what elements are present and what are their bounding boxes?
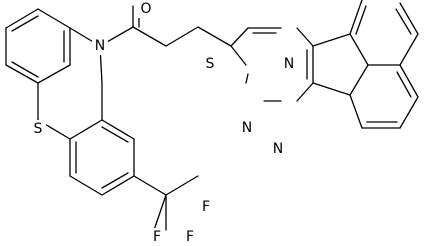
bond-double-inner [101, 172, 129, 189]
atom-mask [281, 55, 297, 73]
bond [37, 8, 71, 29]
bond-double-inner [11, 61, 39, 78]
bond [349, 33, 369, 66]
atom-mask [30, 120, 46, 138]
atom-N-triazine-left: N [239, 119, 255, 137]
atom-mask [198, 198, 214, 216]
bond-double-inner [396, 71, 412, 98]
bond [37, 64, 71, 84]
atom-layer: O N S S N N N F [30, 0, 297, 246]
atom-F-top: F [198, 198, 214, 216]
bond [230, 27, 249, 47]
bond [399, 96, 419, 129]
atom-label-N: N [95, 38, 105, 54]
bond [101, 175, 135, 196]
bond [399, 64, 419, 98]
atom-label-F: F [186, 229, 194, 245]
atom-N-triazine-lower: N [270, 140, 286, 158]
bond [165, 175, 199, 196]
bond-double-inner [101, 126, 129, 143]
bond [296, 27, 314, 47]
bond [101, 119, 135, 140]
bond [399, 2, 419, 35]
atom-label-F: F [202, 199, 210, 215]
atom-mask [270, 140, 286, 158]
atom-label-F: F [153, 229, 161, 245]
atom-mask [138, 0, 154, 18]
bond [5, 8, 39, 29]
bond [312, 82, 351, 96]
atom-S-ring: S [30, 120, 46, 138]
atom-label-S: S [206, 56, 215, 72]
atom-label-N: N [284, 56, 294, 72]
bond-double-inner [355, 5, 367, 35]
bond [245, 73, 249, 84]
bond [349, 0, 363, 35]
bond-double-inner [395, 8, 412, 35]
bond [399, 33, 419, 66]
atom-mask [149, 228, 165, 246]
atom-S-thioether: S [202, 55, 218, 73]
bond [69, 175, 103, 196]
atom-label-O: O [140, 1, 151, 17]
bond [5, 64, 39, 84]
atom-mask [202, 55, 218, 73]
bond [197, 26, 232, 47]
bond-layer [5, 0, 419, 231]
atom-N-phenothiazine: N [92, 37, 108, 55]
atom-label-N: N [273, 141, 283, 157]
bond [312, 33, 351, 47]
bond [133, 175, 167, 196]
atom-label-N: N [242, 120, 252, 136]
atom-F-right: F [182, 228, 198, 246]
atom-mask [182, 228, 198, 246]
bond [165, 26, 199, 47]
atom-N-triazine-upper: N [281, 55, 297, 73]
atom-mask [92, 37, 108, 55]
atom-mask [239, 119, 255, 137]
bond [296, 82, 314, 102]
atom-F-left: F [149, 228, 165, 246]
bond [230, 45, 247, 66]
atom-O: O [138, 0, 154, 18]
atom-label-S: S [34, 121, 43, 137]
bond-double-inner [11, 15, 39, 32]
bond [349, 94, 363, 129]
bond [69, 119, 103, 140]
bond [349, 64, 369, 96]
bond [132, 26, 167, 47]
bond [153, 194, 167, 231]
